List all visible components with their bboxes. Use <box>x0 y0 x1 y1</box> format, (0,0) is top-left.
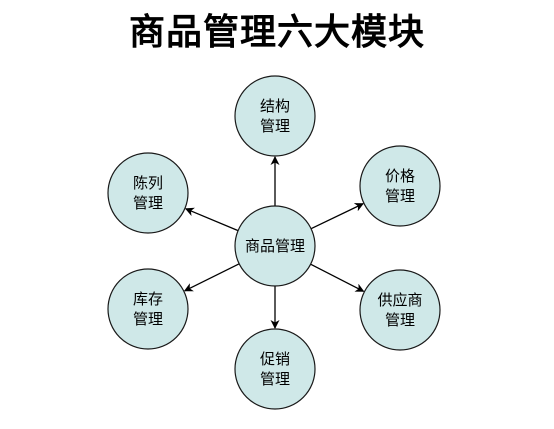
arrow-to-inventory <box>183 263 240 292</box>
module-node-display-label-2: 管理 <box>133 194 163 212</box>
center-node-label-1: 商品管理 <box>245 237 305 255</box>
module-node-structure-circle <box>234 75 316 157</box>
module-node-price-label-1: 价格 <box>385 167 415 185</box>
module-node-supplier-label-2: 管理 <box>385 311 415 329</box>
module-node-price-circle <box>359 145 441 227</box>
center-node-circle <box>234 205 316 287</box>
module-node-promotion-label-2: 管理 <box>260 370 290 388</box>
connector-group <box>183 156 365 329</box>
module-node-structure-label-1: 结构 <box>260 97 290 115</box>
center-node: 商品管理 <box>234 205 316 287</box>
arrow-to-price <box>310 203 364 230</box>
module-node-inventory-label-2: 管理 <box>133 310 163 328</box>
module-node-promotion-label-1: 促销 <box>260 350 290 368</box>
module-node-promotion-circle <box>234 328 316 410</box>
module-node-structure-label-2: 管理 <box>260 117 290 135</box>
module-node-price-label-2: 管理 <box>385 187 415 205</box>
module-node-supplier-label-1: 供应商 <box>377 291 422 309</box>
module-node-display-label-1: 陈列 <box>133 174 163 192</box>
module-node-supplier-circle <box>359 269 441 351</box>
module-node-inventory-label-1: 库存 <box>133 290 163 308</box>
arrow-to-supplier <box>310 263 365 292</box>
page-title: 商品管理六大模块 <box>128 11 425 53</box>
module-node-display-circle <box>107 152 189 234</box>
arrow-to-display <box>184 207 239 232</box>
module-node-inventory-circle <box>107 268 189 350</box>
